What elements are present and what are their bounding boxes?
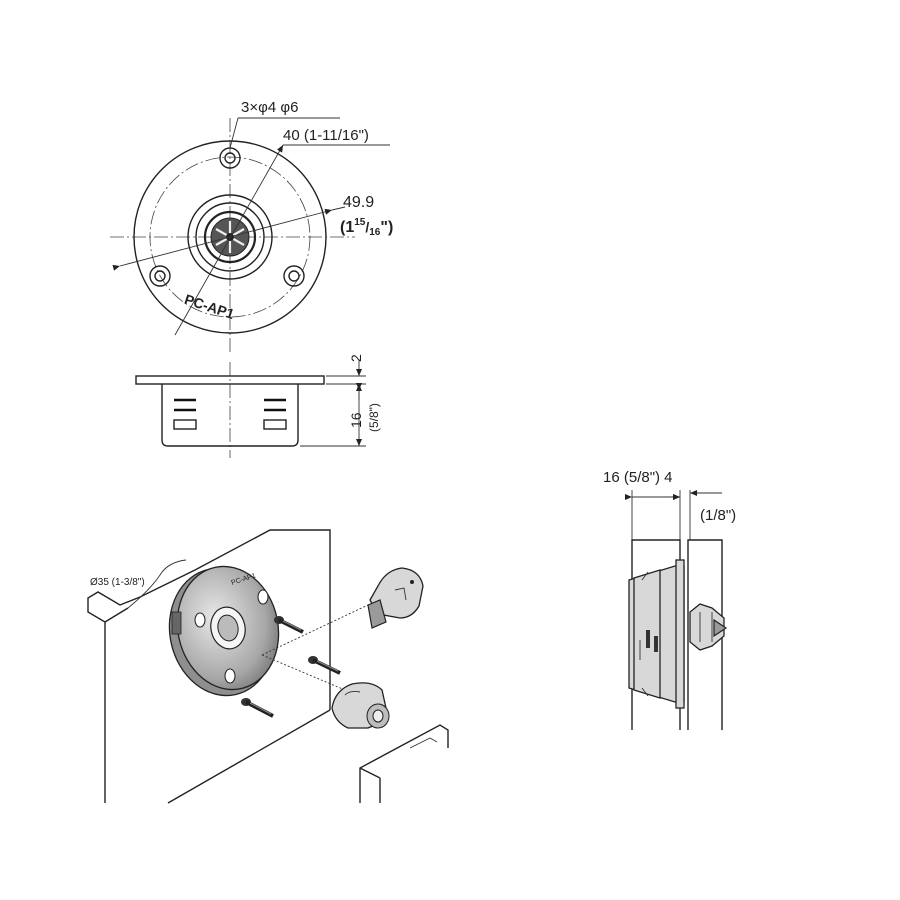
- top-view: PC-AP1 3×φ4 φ6 40 (1-11/16") 49.9 (115/1…: [110, 99, 393, 352]
- body-profile: [161, 384, 299, 447]
- body-depth-inch: (5/8"): [367, 403, 381, 432]
- latch-piece: [331, 682, 390, 729]
- bore-diameter: Ø35 (1-3/8"): [90, 577, 145, 588]
- brand-marking: PC-AP1: [183, 291, 237, 322]
- screw: [241, 698, 274, 718]
- screw: [274, 616, 304, 634]
- catch-section: [689, 603, 728, 651]
- outer-diameter: 49.9: [343, 194, 374, 211]
- strike-catch: [367, 567, 424, 629]
- section-depth: 16 (5/8") 4: [603, 469, 673, 486]
- cross-section-view: 16 (5/8") 4 (1/8"): [603, 469, 736, 730]
- flange-profile: [135, 375, 325, 385]
- outer-diameter-inch: (115/16"): [340, 217, 393, 238]
- flange-thickness: 2: [348, 354, 364, 362]
- body-depth: 16: [348, 412, 364, 428]
- installation-view: Ø35 (1-3/8") PC-AP1: [87, 529, 449, 804]
- cabinet-panel: [87, 529, 331, 803]
- latch-body-section: [628, 559, 685, 709]
- door-panel-thickness: (1/8"): [700, 507, 736, 524]
- pcd-dimension: 40 (1-11/16"): [283, 127, 369, 144]
- hole-callout: 3×φ4 φ6: [241, 99, 298, 116]
- mounting-hole: [283, 265, 305, 287]
- door-panel: [359, 724, 449, 803]
- screw: [308, 656, 341, 675]
- side-elevation-view: 2 16 (5/8"): [135, 354, 381, 458]
